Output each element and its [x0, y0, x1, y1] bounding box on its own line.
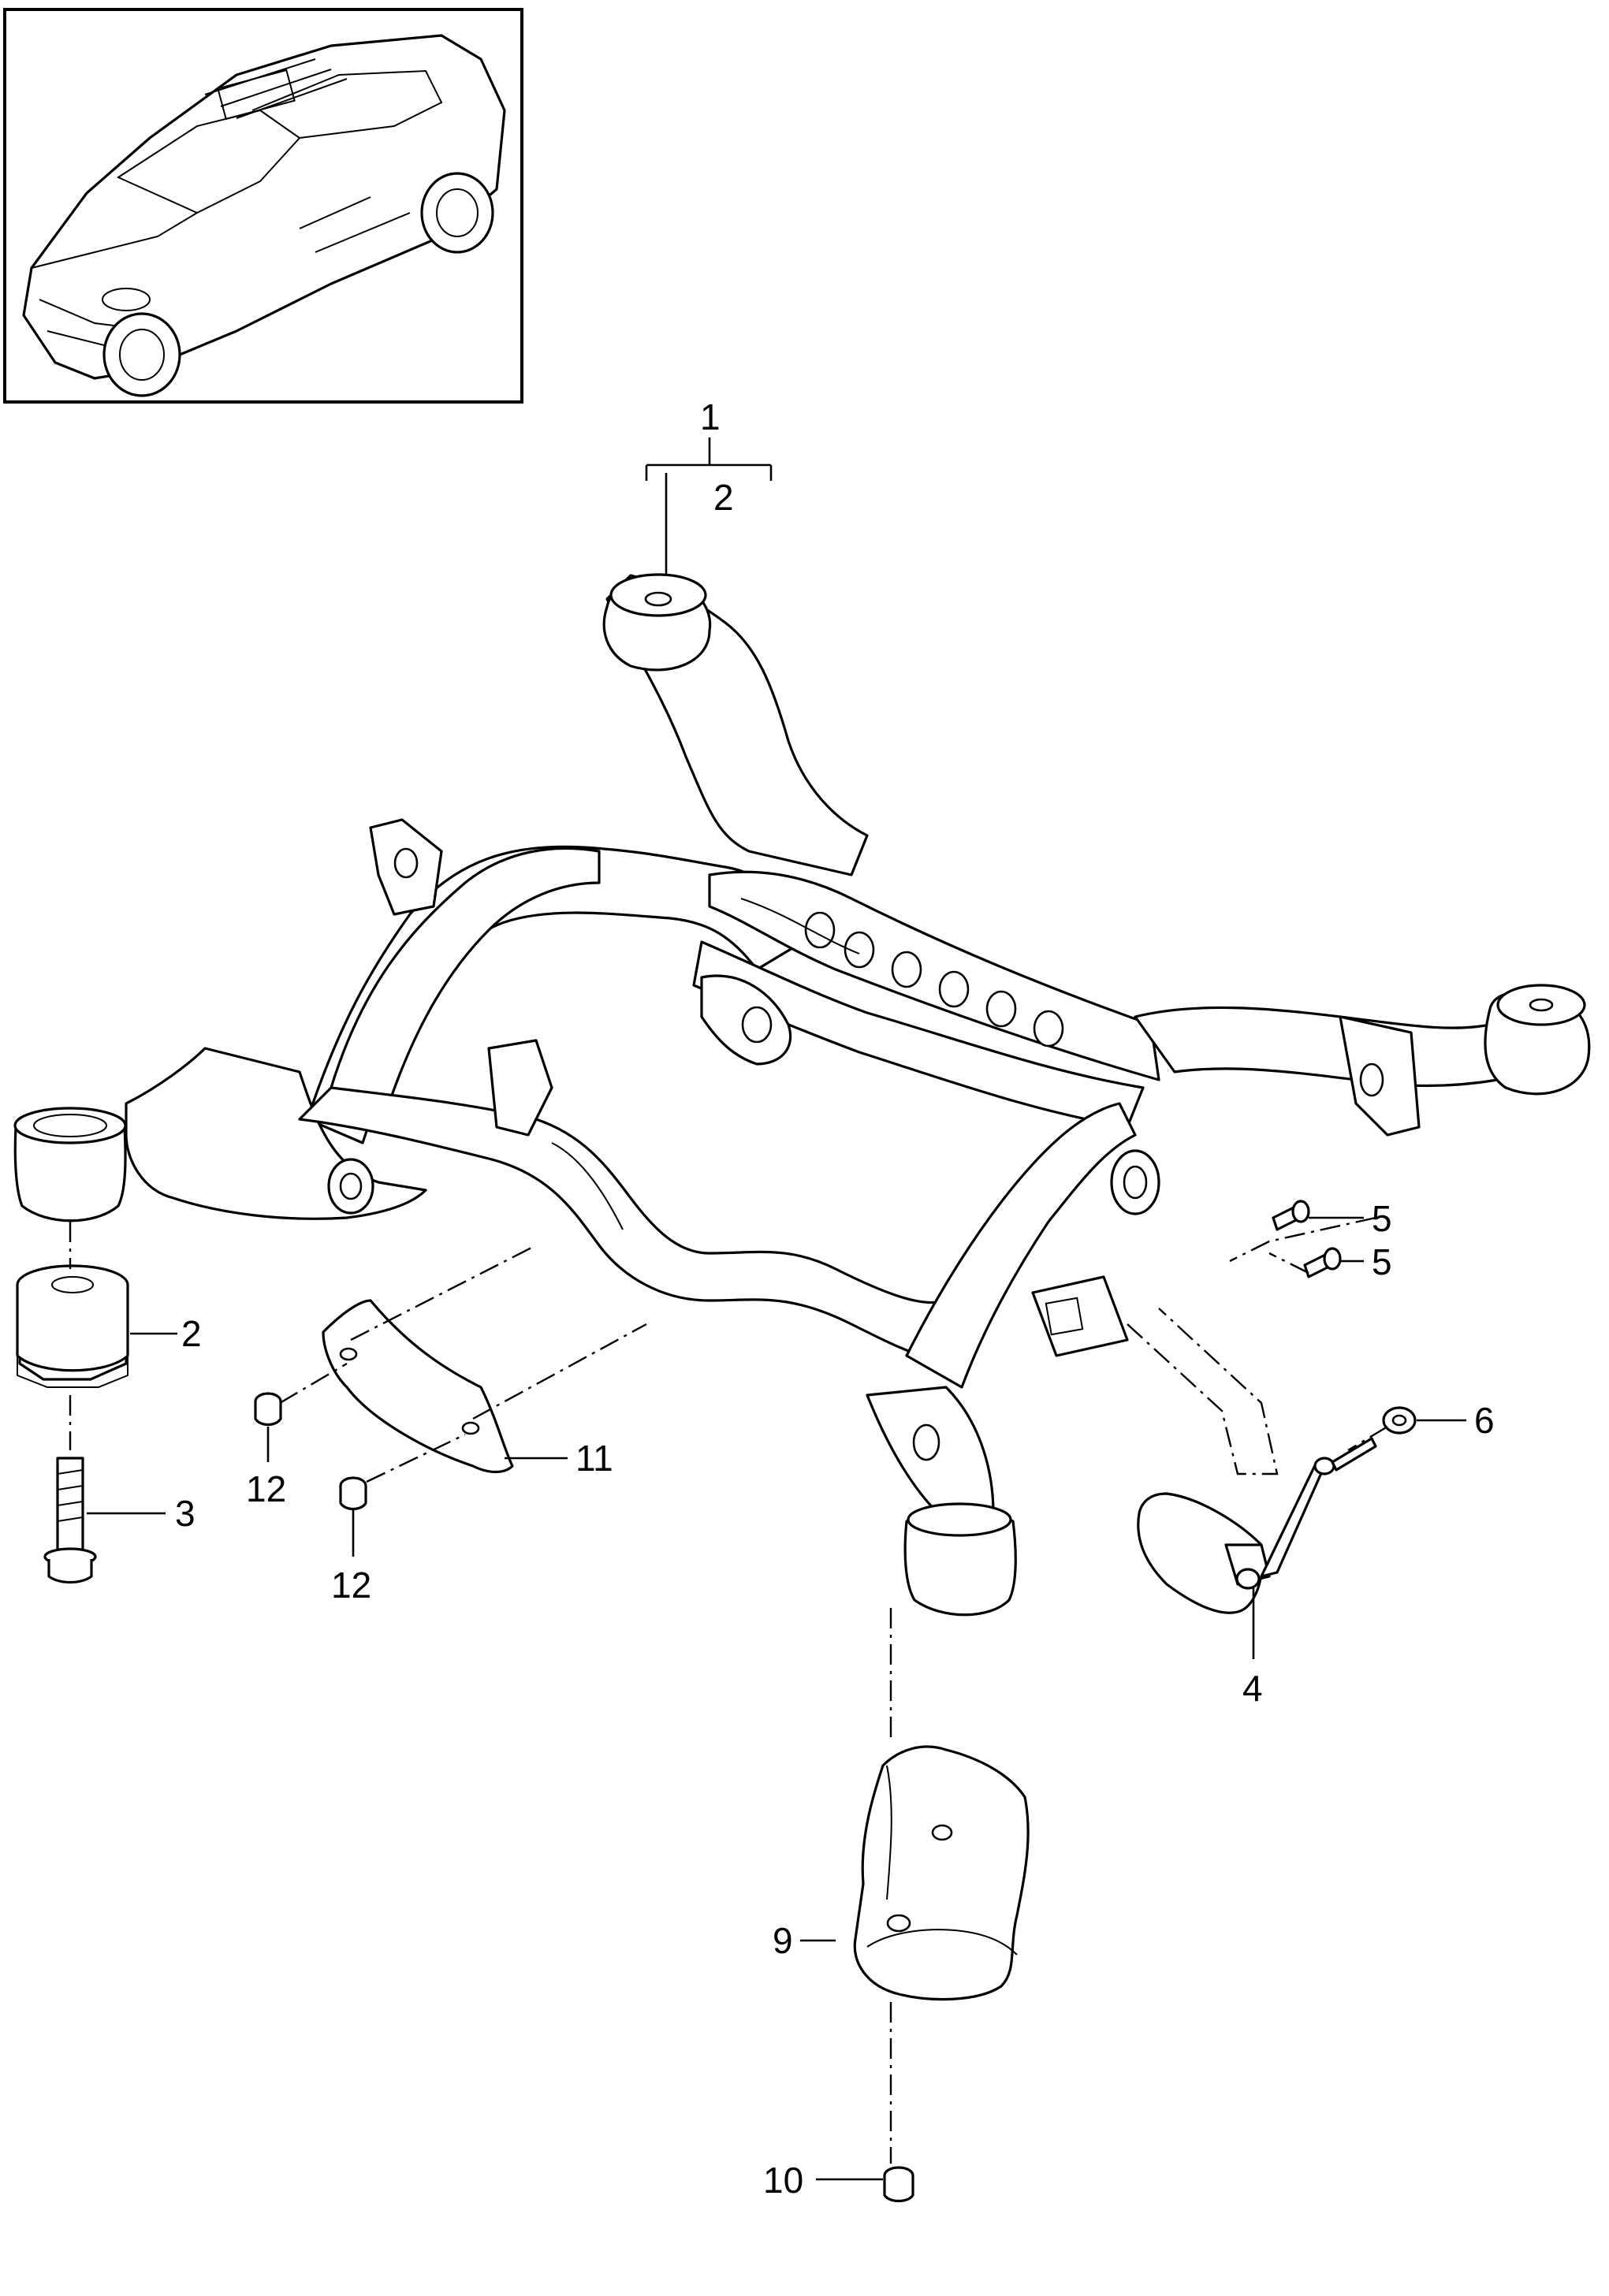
callout-12-a: 12: [246, 1468, 286, 1509]
clip-part-12-a: [254, 1392, 282, 1427]
bolt-part-5-b: [1303, 1247, 1342, 1278]
callouts: 1 2 2 3 11 12 12 5 5 6 4 9 10: [175, 396, 1495, 2201]
callout-12-b: 12: [331, 1565, 371, 1606]
callout-10: 10: [763, 2160, 803, 2201]
leader-lines: [87, 437, 1466, 2181]
callout-2-top: 2: [713, 477, 734, 518]
bracket-part-9: [853, 1745, 1030, 2001]
bushing-part-2: [16, 1264, 129, 1388]
callout-3: 3: [175, 1493, 196, 1534]
callout-5-a: 5: [1372, 1198, 1392, 1239]
rear-axle-subframe-icon: [13, 573, 1591, 1617]
callout-11: 11: [575, 1438, 613, 1479]
vehicle-thumbnail: [3, 8, 523, 404]
callout-5-b: 5: [1372, 1241, 1392, 1282]
callout-2-side: 2: [181, 1313, 202, 1354]
bolt-part-3: [43, 1457, 97, 1584]
callout-9: 9: [773, 1920, 793, 1961]
nut-part-10: [883, 2166, 914, 2203]
rear-axle-subframe: [13, 573, 1591, 1617]
level-sensor-part-4: [1137, 1437, 1377, 1614]
callout-6: 6: [1474, 1400, 1495, 1441]
vehicle-thumbnail-icon: [22, 34, 506, 397]
assembly-lines: [69, 1216, 1388, 2164]
callout-4: 4: [1242, 1668, 1263, 1709]
nut-part-6: [1382, 1406, 1417, 1435]
callout-1: 1: [700, 396, 721, 437]
heat-shield-part-11: [322, 1299, 514, 1474]
clip-part-12-b: [339, 1476, 367, 1511]
bolt-part-5-a: [1272, 1200, 1310, 1231]
